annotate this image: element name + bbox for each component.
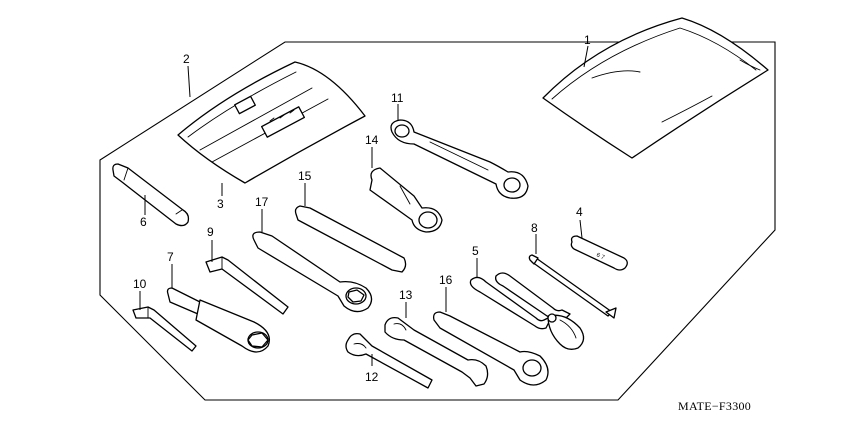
leader-lines [139,45,589,366]
callout-13: 13 [399,288,413,302]
callout-4: 4 [576,205,583,219]
part-12-open-wrench [345,332,433,389]
part-2-tool-roll [177,61,366,184]
callout-10: 10 [133,277,147,291]
part-14-socket-extension [369,167,443,233]
part-13-open-wrench [384,317,489,387]
kit-boundary [99,41,776,401]
callout-12: 12 [365,370,379,384]
part-11-ring-wrench [390,119,529,199]
callout-3: 3 [217,197,224,211]
part-10-hex-key [132,306,197,352]
callout-6: 6 [140,215,147,229]
callout-9: 9 [207,225,214,239]
part-8-screwdriver [528,254,617,319]
diagram-code: MATE−F3300 [678,399,751,413]
part-5-pliers [469,272,585,350]
callout-8: 8 [531,221,538,235]
callout-labels: 1 2 3 4 5 6 7 8 9 10 11 12 13 14 15 16 1… [133,33,591,384]
part-16-wrench [432,311,549,386]
callout-7: 7 [167,250,174,264]
part-1-tool-bag [542,17,769,159]
svg-text:6 7: 6 7 [595,252,606,261]
callout-17: 17 [255,195,269,209]
callout-1: 1 [584,33,591,47]
part-9-hex-key [205,256,289,315]
part-17-ring-wrench [252,231,373,313]
callout-14: 14 [365,133,379,147]
callout-15: 15 [298,169,312,183]
callout-11: 11 [391,91,404,105]
callout-16: 16 [439,273,453,287]
part-15-handle-bar [294,205,407,273]
callout-2: 2 [183,52,190,66]
part-6-handle-bar [112,163,190,227]
callout-5: 5 [472,244,479,258]
part-4-plate: 6 7 [570,235,628,271]
part-7-socket-wrench [166,287,271,353]
